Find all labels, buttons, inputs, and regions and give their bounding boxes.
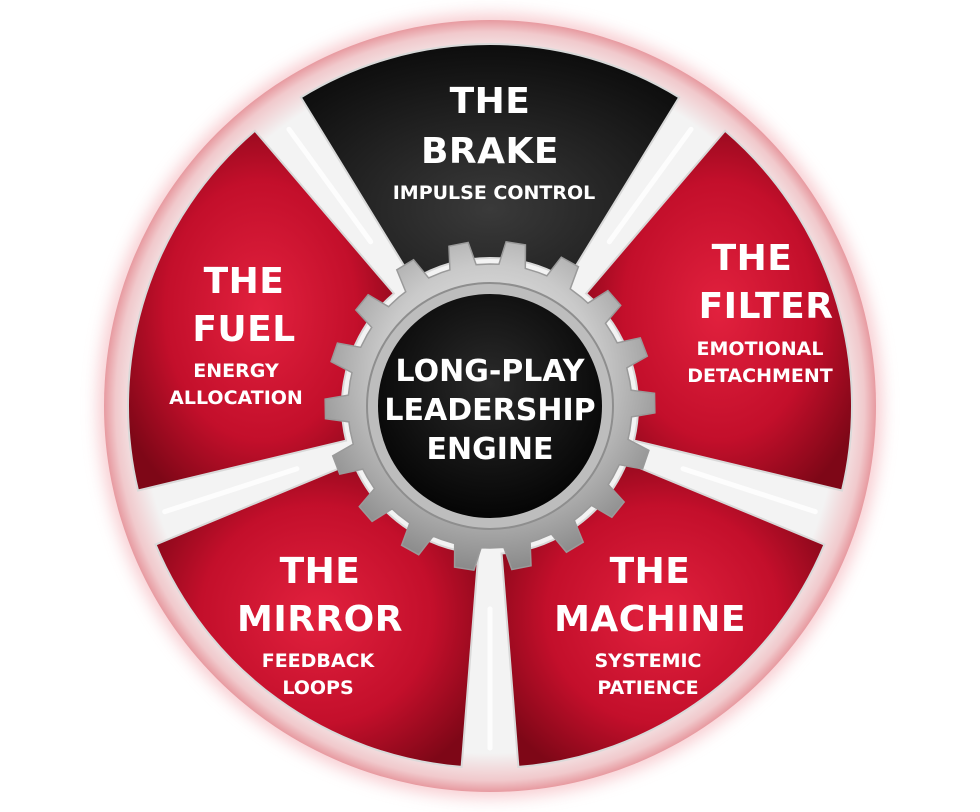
divider-line <box>606 126 694 245</box>
dividers-layer <box>162 126 818 751</box>
fuel-subtitle-line-1: ENERGY <box>193 360 279 382</box>
machine-subtitle-line-1: SYSTEMIC <box>595 650 702 672</box>
divider-line <box>286 126 374 245</box>
filter-subtitle-line-2: DETACHMENT <box>687 365 833 387</box>
segment-fuel-label: THE FUEL ENERGY ALLOCATION <box>169 261 303 409</box>
fuel-subtitle-line-2: ALLOCATION <box>169 387 303 409</box>
hub-line-2: LEADERSHIP <box>384 393 595 428</box>
machine-title-line-1: THE <box>610 551 691 592</box>
segment-machine-label: THE MACHINE SYSTEMIC PATIENCE <box>554 551 746 699</box>
hub-line-3: ENGINE <box>427 432 554 467</box>
mirror-title-line-2: MIRROR <box>237 599 403 640</box>
segment-mirror-label: THE MIRROR FEEDBACK LOOPS <box>237 551 403 699</box>
machine-subtitle-line-2: PATIENCE <box>597 677 698 699</box>
divider-line <box>680 466 818 515</box>
fuel-title-line-1: THE <box>204 261 285 302</box>
fuel-title-line-2: FUEL <box>192 309 295 350</box>
filter-title-line-1: THE <box>712 238 793 279</box>
divider-line <box>162 466 300 515</box>
filter-subtitle-line-1: EMOTIONAL <box>697 338 824 360</box>
segment-filter-label: THE FILTER EMOTIONAL DETACHMENT <box>687 238 833 387</box>
mirror-subtitle-line-2: LOOPS <box>282 677 353 699</box>
filter-title-line-2: FILTER <box>699 286 834 327</box>
segment-brake-label: THE BRAKE IMPULSE CONTROL <box>393 81 596 204</box>
engine-hub <box>378 294 602 518</box>
mirror-subtitle-line-1: FEEDBACK <box>262 650 376 672</box>
brake-title-line-2: BRAKE <box>421 131 559 172</box>
machine-title-line-2: MACHINE <box>554 599 746 640</box>
brake-subtitle: IMPULSE CONTROL <box>393 182 596 204</box>
brake-title-line-1: THE <box>450 81 531 122</box>
mirror-title-line-1: THE <box>280 551 361 592</box>
hub-line-1: LONG-PLAY <box>396 354 586 389</box>
